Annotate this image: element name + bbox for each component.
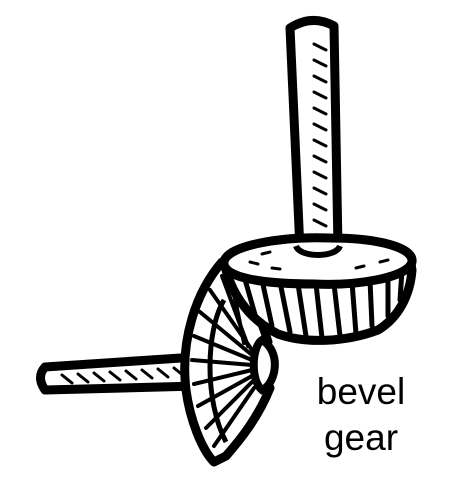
caption-line-gear: gear [323,417,399,458]
large-bevel-gear [219,233,417,345]
horizontal-shaft [36,352,203,395]
caption-line-bevel: bevel [316,371,406,412]
vertical-shaft [285,16,343,255]
